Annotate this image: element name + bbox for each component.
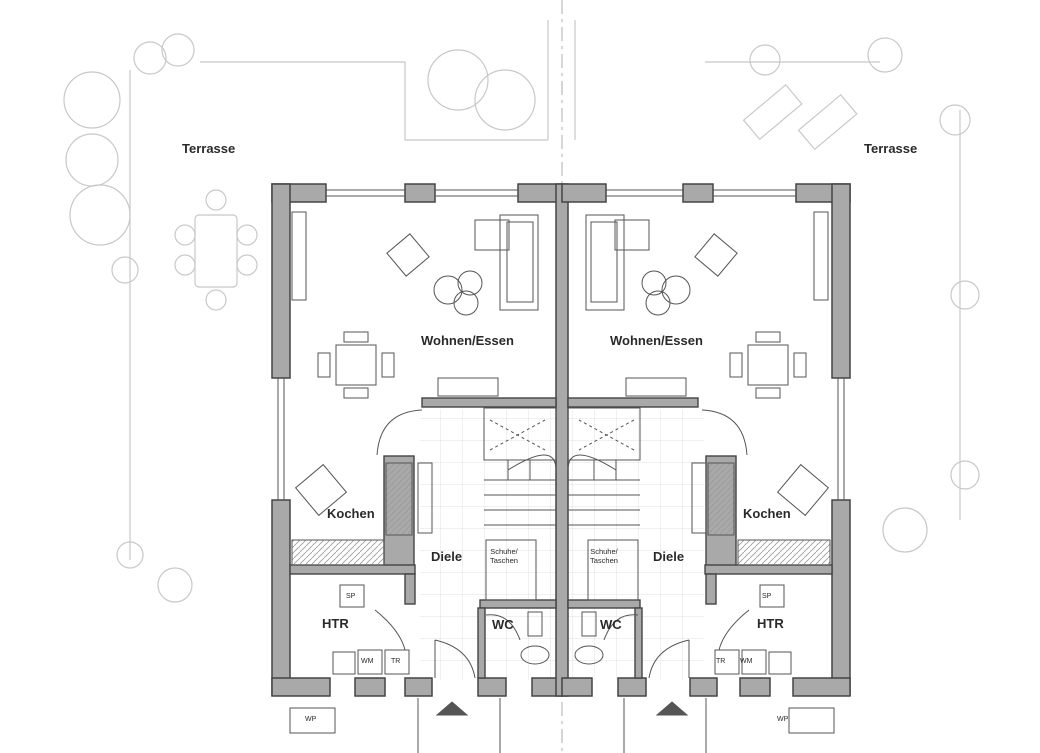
hall-label-left: Diele	[431, 549, 463, 564]
washer-label-right: WM	[740, 658, 753, 665]
washer-label-left: WM	[361, 658, 374, 665]
terrace-label-left: Terrasse	[182, 141, 236, 156]
storage-line-2: Taschen	[590, 556, 618, 565]
walls	[271, 183, 851, 697]
utility-label-left: HTR	[322, 616, 349, 631]
storage-tank-label-right: SP	[762, 593, 772, 600]
wc-label-left: WC	[492, 617, 514, 632]
storage-line-2: Taschen	[490, 556, 518, 565]
hall-label-right: Diele	[653, 549, 685, 564]
landscape	[63, 0, 980, 753]
kitchen-label-left: Kochen	[327, 506, 375, 521]
furniture	[289, 214, 557, 753]
dryer-label-left: TR	[391, 658, 401, 665]
storage-line-1: Schuhe/	[490, 547, 518, 556]
utility-label-right: HTR	[757, 616, 784, 631]
dryer-label-right: TR	[716, 658, 726, 665]
storage-label-left: Schuhe/ Taschen	[490, 547, 518, 565]
heat-pump-label-right: WP	[777, 716, 789, 723]
heat-pump-label-left: WP	[305, 716, 317, 723]
living-label-right: Wohnen/Essen	[610, 333, 703, 348]
storage-tank-label-left: SP	[346, 593, 356, 600]
wc-label-right: WC	[600, 617, 622, 632]
storage-line-1: Schuhe/	[590, 547, 618, 556]
terrace-label-right: Terrasse	[864, 141, 918, 156]
living-label-left: Wohnen/Essen	[421, 333, 514, 348]
kitchen-label-right: Kochen	[743, 506, 791, 521]
storage-label-right: Schuhe/ Taschen	[590, 547, 618, 565]
